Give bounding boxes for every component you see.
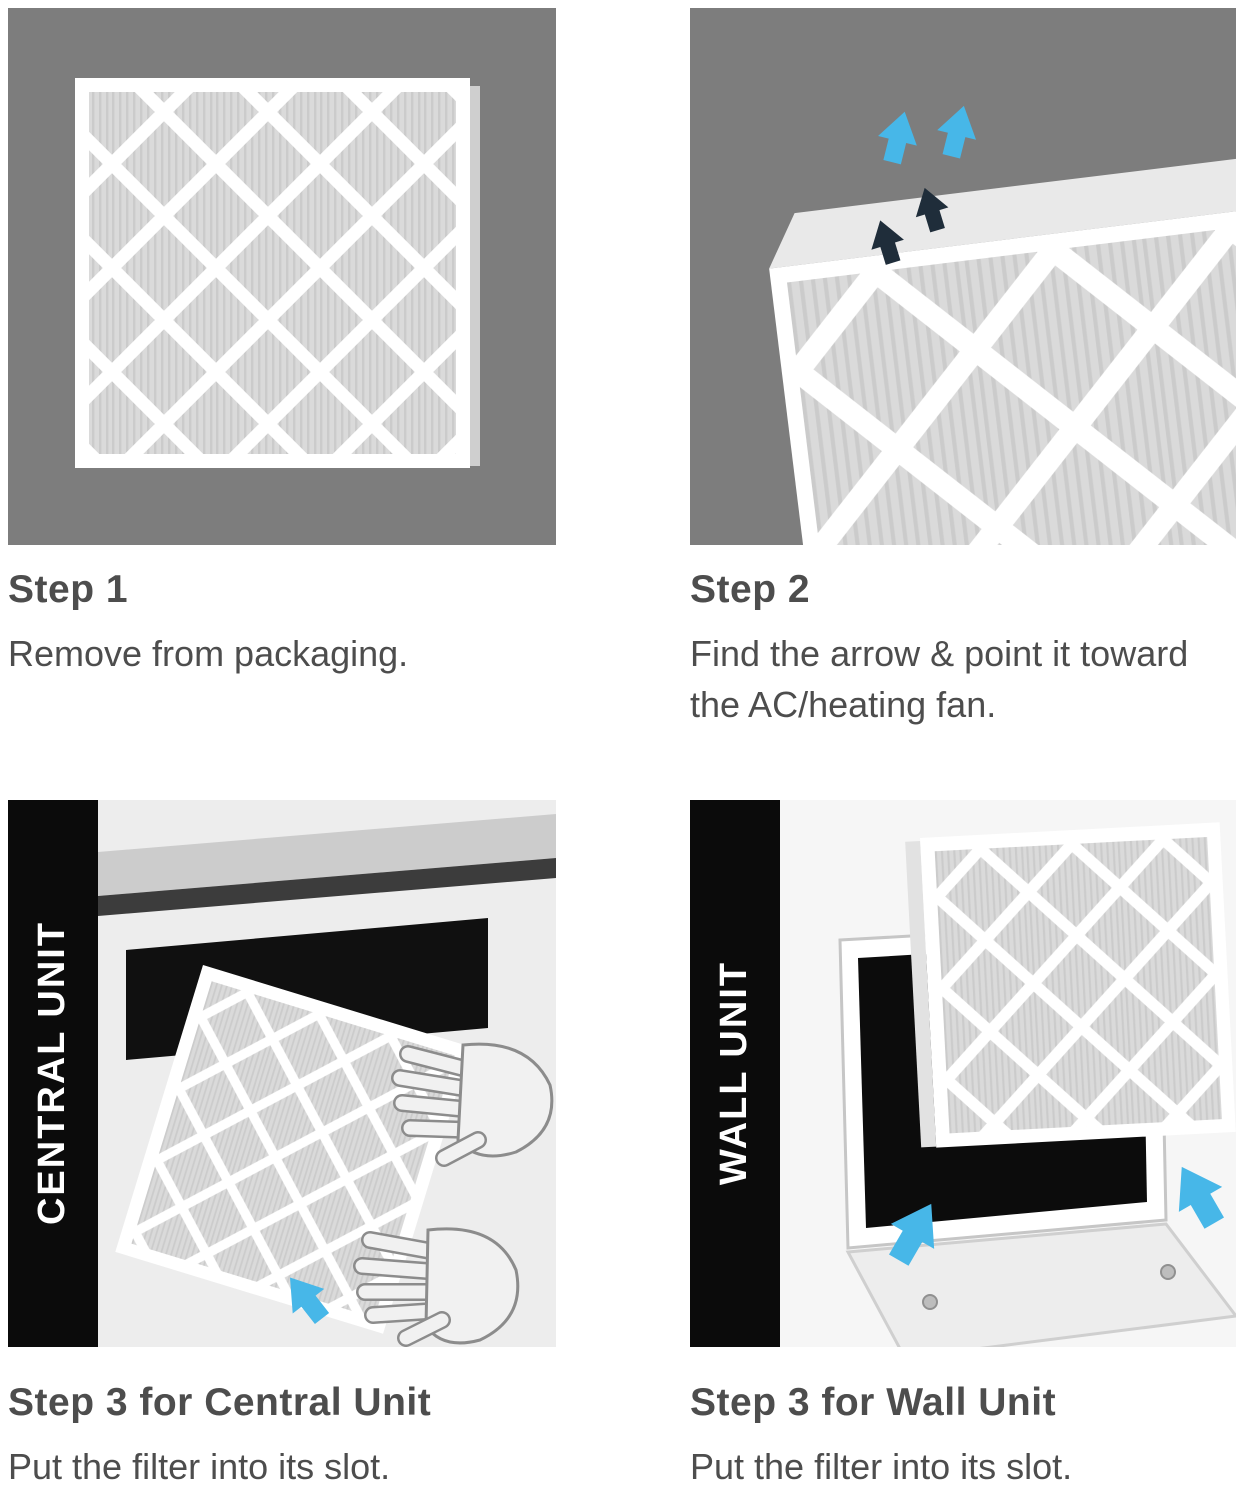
step3-wall-caption: Step 3 for Wall Unit Put the filter into… [690,1381,1239,1492]
banner-strip [8,800,98,1347]
step1-title: Step 1 [8,568,129,611]
filter-mesh [89,92,456,454]
step3-wall-panel: WALL UNIT [690,800,1236,1347]
step2-description: Find the arrow & point it toward the AC/… [690,633,1189,726]
filter-depth-edge [905,840,937,1148]
step3-wall-illustration: WALL UNIT [690,800,1236,1347]
step2-title: Step 2 [690,568,811,611]
step1-panel [8,8,556,545]
filter-mesh [786,215,1236,545]
banner-strip [690,800,780,1347]
step2-panel [690,8,1236,545]
air-filter-wall-icon [905,822,1236,1148]
central-unit-banner-label: CENTRAL UNIT [31,921,73,1225]
step3-central-title: Step 3 for Central Unit [8,1381,432,1424]
air-filter-tilted-icon [769,147,1236,545]
screw-hole-icon [922,1294,938,1310]
step1-description: Remove from packaging. [8,633,409,674]
air-filter-front-icon [75,78,480,468]
step3-central-panel: CENTRAL UNIT [8,800,556,1347]
vent-door [845,1222,1236,1347]
furnace-cabinet [98,814,556,916]
step2-illustration [690,8,1236,545]
step1-caption: Step 1 Remove from packaging. [8,568,568,679]
screw-hole-icon [1160,1264,1176,1280]
step3-central-illustration: CENTRAL UNIT [8,800,556,1347]
filter-depth-edge [470,86,480,466]
lower-hand-icon [353,1227,520,1347]
filter-top-face [769,147,1236,269]
upper-hand-icon [391,1042,554,1167]
wall-unit-banner-label: WALL UNIT [713,961,755,1185]
step3-wall-title: Step 3 for Wall Unit [690,1381,1057,1424]
step3-central-description: Put the filter into its slot. [8,1446,391,1487]
step3-wall-description: Put the filter into its slot. [690,1446,1073,1487]
step1-illustration [8,8,556,545]
filter-mesh [934,836,1222,1134]
step2-caption: Step 2 Find the arrow & point it toward … [690,568,1239,730]
step3-central-caption: Step 3 for Central Unit Put the filter i… [8,1381,576,1492]
